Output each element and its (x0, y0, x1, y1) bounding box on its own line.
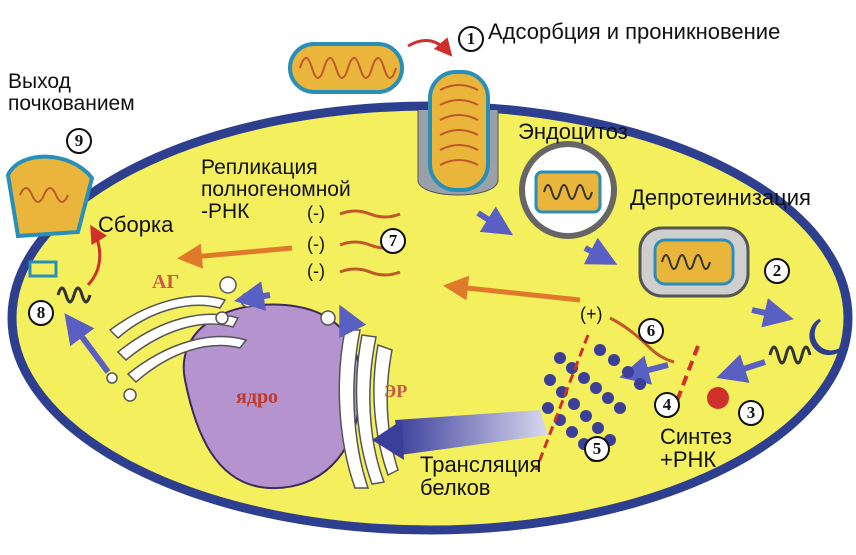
step-8-marker: 8 (28, 300, 54, 326)
step-5-marker: 5 (584, 436, 610, 462)
translation-wedge (395, 410, 548, 455)
label-budding-exit: Выход почкованием (8, 70, 135, 116)
translation-arrowhead (372, 420, 404, 460)
budding-virion (5, 154, 95, 239)
capsid-fragment (809, 318, 844, 356)
label-er: ЭР (384, 381, 408, 401)
entering-virion (417, 70, 499, 196)
label-adsorption: Адсорбция и проникновение (488, 19, 781, 44)
released-genome-coil (768, 345, 812, 365)
plus-sign: (+) (580, 304, 603, 324)
step-2-marker: 2 (764, 258, 790, 284)
arrow-to-adsorption (407, 37, 453, 57)
label-replication: Репликация полногеномной -РНК (201, 156, 351, 224)
uncoating-capsule (638, 226, 750, 298)
label-nucleus: ядро (236, 386, 279, 408)
label-deproteinization: Депротеинизация (630, 185, 811, 210)
assembly-site (28, 260, 92, 304)
minus-sign-3: (-) (307, 261, 325, 281)
polymerase-dot (707, 387, 729, 409)
label-endocytosis: Эндоцитоз (518, 119, 628, 144)
step-7-marker: 7 (380, 228, 406, 254)
free-virion (288, 42, 404, 94)
minus-sign-2: (-) (307, 234, 325, 254)
plus-rna-strand (609, 316, 675, 364)
synthesis-rna-dashed (670, 345, 700, 415)
label-synthesis: Синтез +РНК (660, 424, 732, 473)
mrna-dashed-strand (534, 334, 590, 471)
minus-sign-1: (-) (307, 203, 325, 223)
orange-arrows (177, 243, 581, 303)
step-6-marker: 6 (638, 318, 664, 344)
label-assembly: Сборка (98, 212, 174, 237)
step-1-marker: 1 (458, 26, 484, 52)
label-golgi: АГ (152, 271, 180, 293)
step-9-marker: 9 (66, 128, 92, 154)
step-4-marker: 4 (654, 392, 680, 418)
assembly-arrow (86, 224, 108, 287)
label-translation: Трансляция белков (420, 452, 542, 501)
endosome (519, 141, 617, 239)
step-3-marker: 3 (738, 400, 764, 426)
